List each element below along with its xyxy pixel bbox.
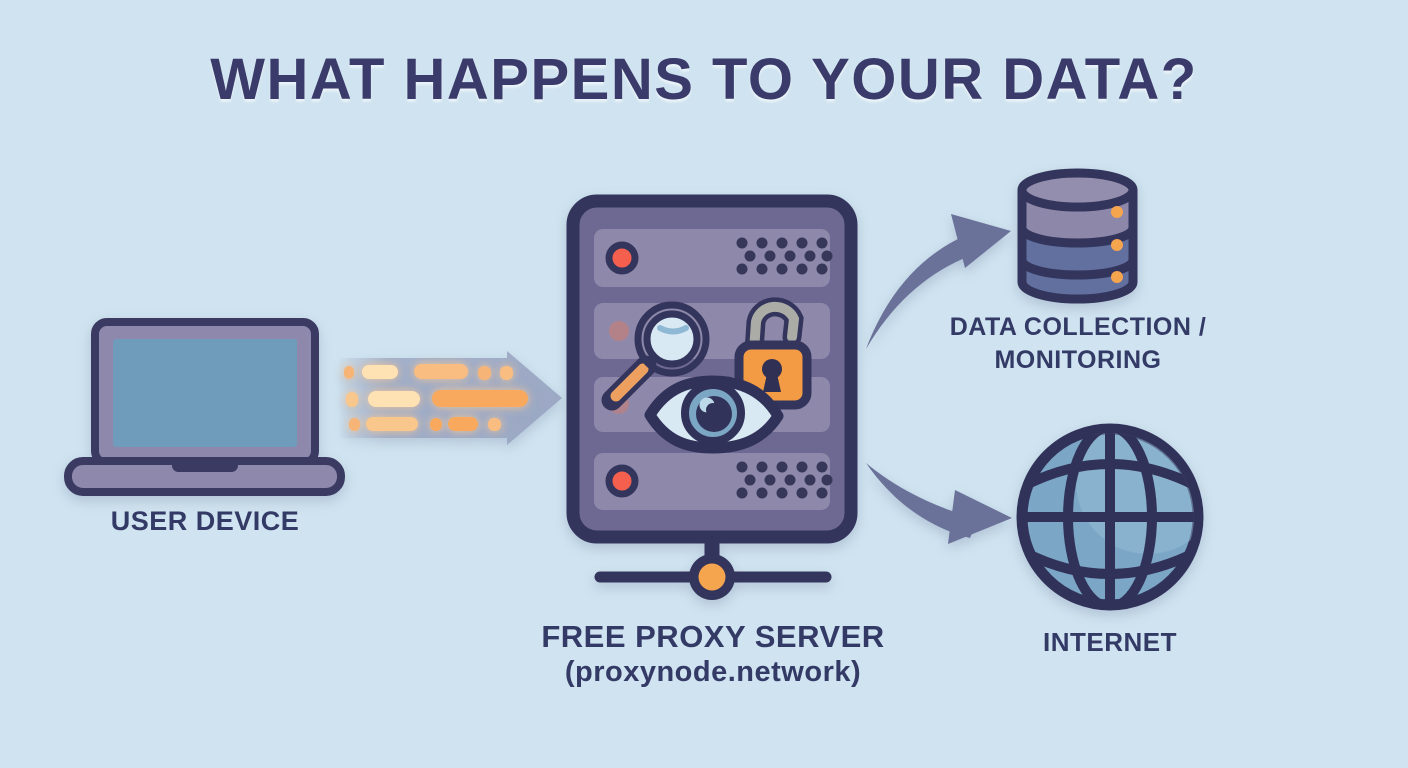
magnifier-icon xyxy=(601,301,710,411)
globe-icon xyxy=(1016,423,1204,611)
data-collection-label: DATA COLLECTION / MONITORING xyxy=(918,311,1238,377)
data-bits xyxy=(344,364,528,431)
vent-dots xyxy=(736,461,833,499)
led-indicator xyxy=(605,464,639,498)
vent-dots xyxy=(736,237,833,275)
data-stream-arrow-icon xyxy=(338,351,562,445)
server-rack-icon xyxy=(566,194,858,600)
database-icon xyxy=(1017,168,1138,304)
proxy-server-label: FREE PROXY SERVER xyxy=(541,619,885,654)
user-device-label: USER DEVICE xyxy=(110,506,300,536)
data-collection-label-line1: DATA COLLECTION / xyxy=(949,313,1207,341)
eye-icon xyxy=(644,375,784,454)
proxy-server-sublabel: (proxynode.network) xyxy=(564,656,862,688)
network-node-icon xyxy=(689,554,735,600)
laptop-icon xyxy=(64,318,345,496)
led-indicator xyxy=(605,241,639,275)
data-collection-label-line2: MONITORING xyxy=(994,346,1162,374)
page-title: WHAT HAPPENS TO YOUR DATA? xyxy=(210,47,1198,112)
curved-arrow-to-database-icon xyxy=(866,214,1011,349)
internet-label: INTERNET xyxy=(1043,627,1177,657)
curved-arrow-to-internet-icon xyxy=(866,463,1012,544)
